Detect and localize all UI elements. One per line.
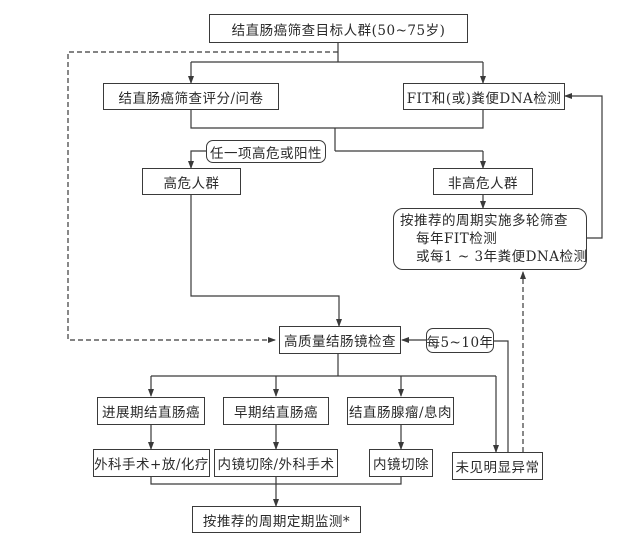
target-population-node: 结直肠癌筛查目标人群(50~75岁) bbox=[209, 14, 468, 43]
finding-label: 进展期结直肠癌 bbox=[102, 405, 200, 421]
finding-label: 结直肠腺瘤/息肉 bbox=[348, 405, 453, 421]
arrow-high-risk-to-colonoscopy bbox=[190, 195, 342, 327]
treatment-label: 外科手术+放/化疗 bbox=[94, 457, 209, 473]
treatment-node-endoscopic: 内镜切除 bbox=[369, 449, 433, 477]
connector-no-abnormality-to-interval bbox=[494, 340, 509, 453]
treatment-label: 内镜切除 bbox=[373, 457, 429, 473]
colonoscopy-node: 高质量结肠镜检查 bbox=[279, 326, 401, 354]
treatment-label: 内镜切除/外科手术 bbox=[217, 457, 335, 473]
connector-questionnaire-down bbox=[190, 110, 484, 129]
questionnaire-label: 结直肠癌筛查评分/问卷 bbox=[118, 90, 264, 107]
interval-label-node: 每5~10年 bbox=[426, 328, 494, 353]
treatment-node-surgery-chemo: 外科手术+放/化疗 bbox=[93, 449, 210, 477]
non-high-risk-node: 非高危人群 bbox=[433, 168, 533, 195]
no-abnormality-label: 未见明显异常 bbox=[455, 460, 540, 476]
colonoscopy-label: 高质量结肠镜检查 bbox=[284, 334, 396, 350]
periodic-screening-line3: 或每1 ~ 3年粪便DNA检测 bbox=[416, 249, 588, 265]
condition-label-node: 任一项高危或阳性 bbox=[206, 140, 326, 163]
condition-label: 任一项高危或阳性 bbox=[210, 145, 322, 162]
high-risk-label: 高危人群 bbox=[163, 175, 220, 192]
questionnaire-node: 结直肠癌筛查评分/问卷 bbox=[103, 83, 279, 110]
target-population-label: 结直肠癌筛查目标人群(50~75岁) bbox=[231, 22, 446, 39]
periodic-screening-node: 按推荐的周期实施多轮筛查 每年FIT检测 或每1 ~ 3年粪便DNA检测 bbox=[393, 208, 587, 270]
interval-label: 每5~10年 bbox=[426, 334, 494, 351]
arrow-to-high-risk bbox=[188, 150, 206, 169]
finding-node-advanced-cancer: 进展期结直肠癌 bbox=[97, 397, 205, 425]
periodic-screening-line1: 按推荐的周期实施多轮筛查 bbox=[400, 213, 568, 229]
arrow-periodic-loop bbox=[564, 93, 603, 239]
follow-up-node: 按推荐的周期定期监测* bbox=[192, 506, 361, 533]
stool-test-node: FIT和(或)粪便DNA检测 bbox=[403, 83, 565, 110]
treatment-node-endoscopic-surgery: 内镜切除/外科手术 bbox=[214, 449, 338, 477]
stool-test-label: FIT和(或)粪便DNA检测 bbox=[406, 90, 562, 107]
finding-node-adenoma: 结直肠腺瘤/息肉 bbox=[347, 397, 454, 425]
finding-node-early-cancer: 早期结直肠癌 bbox=[223, 397, 329, 425]
high-risk-node: 高危人群 bbox=[142, 168, 241, 195]
periodic-screening-line2: 每年FIT检测 bbox=[416, 231, 498, 247]
no-abnormality-node: 未见明显异常 bbox=[452, 452, 543, 480]
follow-up-label: 按推荐的周期定期监测* bbox=[202, 513, 351, 530]
non-high-risk-label: 非高危人群 bbox=[448, 175, 518, 192]
finding-label: 早期结直肠癌 bbox=[234, 405, 318, 421]
